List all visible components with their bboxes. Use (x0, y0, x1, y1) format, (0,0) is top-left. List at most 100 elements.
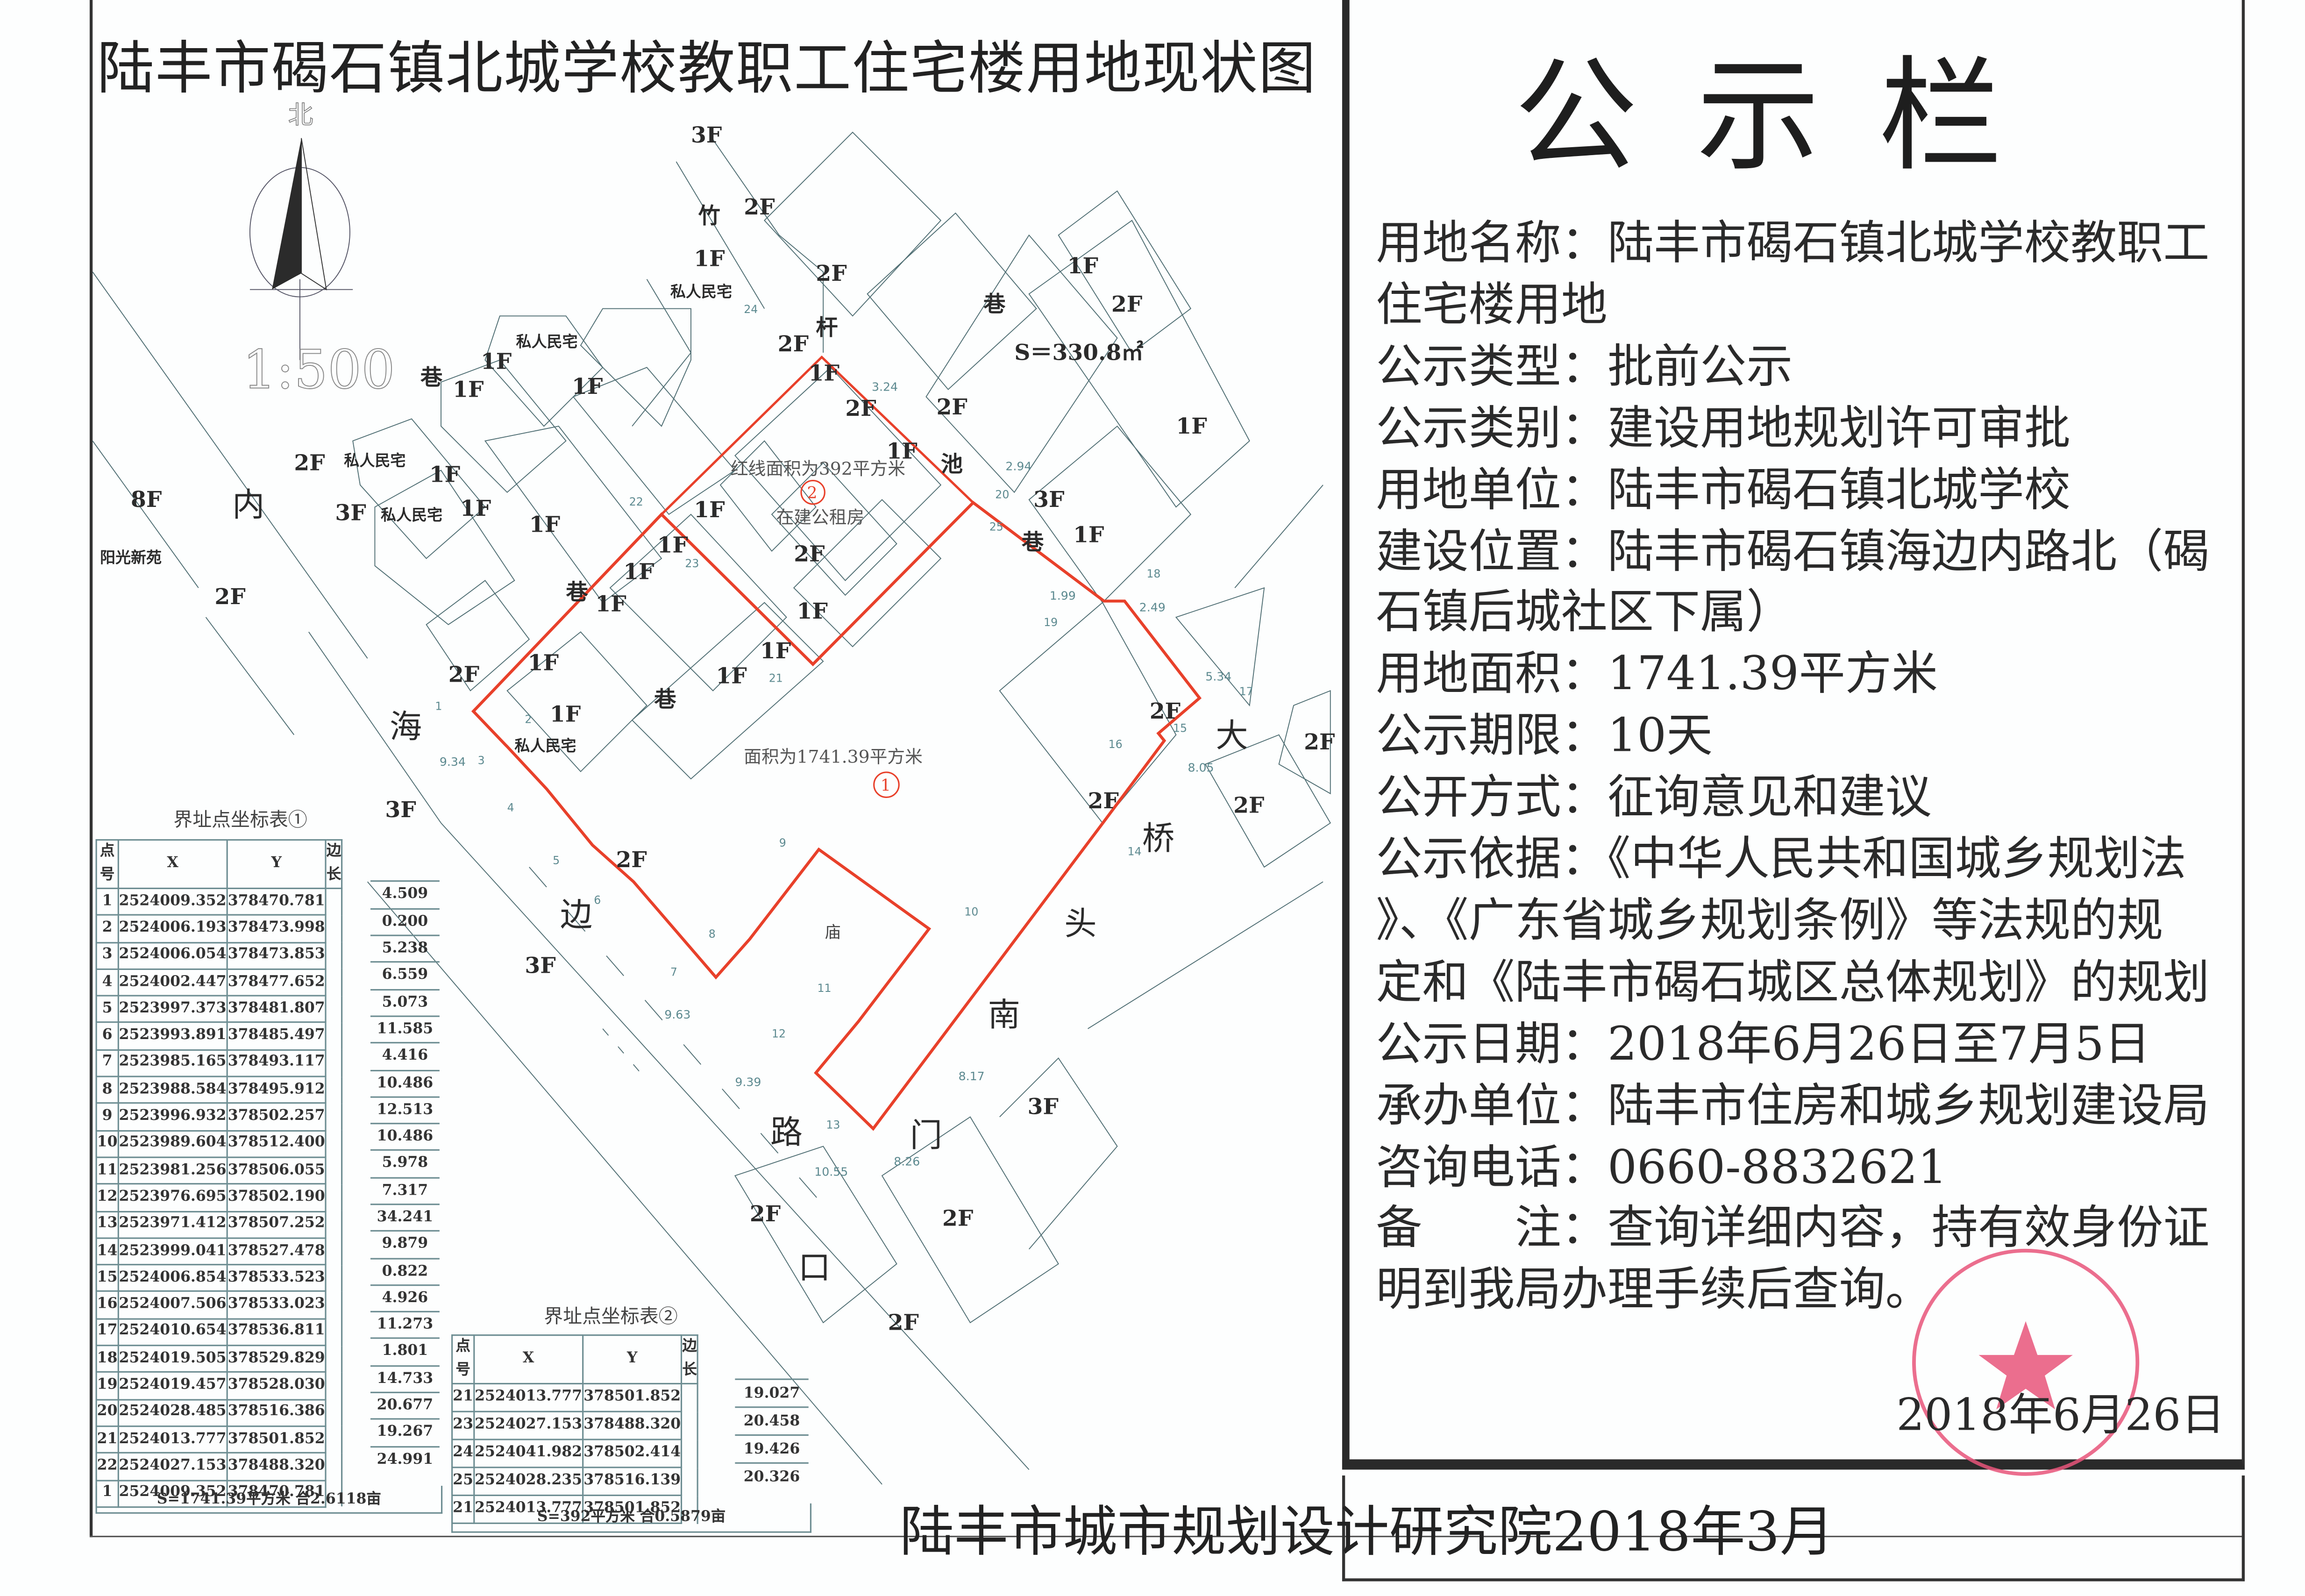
point-label: 18 (1146, 567, 1160, 580)
y-coordinate: 378502.257 (226, 1103, 327, 1132)
north-label: 北 (288, 100, 313, 129)
floor-label: 8F (131, 487, 162, 513)
notice-panel-title: 公示栏 (1514, 44, 2061, 188)
point-label: 20 (995, 488, 1009, 501)
floor-label: 1F (694, 497, 725, 523)
x-coordinate: 2523985.165 (117, 1049, 228, 1077)
dimension-label: 9.63 (664, 1008, 690, 1021)
y-coordinate: 378493.117 (226, 1049, 327, 1077)
point-label: 15 (1173, 721, 1187, 734)
road-label: 巷 (420, 365, 443, 391)
road-label: 池 (941, 452, 963, 477)
edge-cell (681, 1383, 698, 1412)
notice-panel (1342, 0, 2245, 1470)
y-coordinate: 378512.400 (226, 1129, 327, 1158)
point-label: 8 (709, 927, 716, 940)
x-coordinate: 2524009.352 (117, 1479, 228, 1508)
road-label: 巷 (1021, 529, 1044, 555)
map-frame-bottom (89, 1536, 2243, 1538)
y-coordinate: 378516.386 (226, 1398, 327, 1427)
column-header: Y (582, 1334, 683, 1385)
building-label: 私人民宅 (381, 506, 442, 524)
edge-cell (325, 1345, 343, 1373)
floor-label: 2F (936, 394, 967, 420)
notice-date: 2018年6月26日 (1896, 1390, 2225, 1442)
x-coordinate: 2523971.412 (117, 1210, 228, 1239)
point-label: 16 (1109, 738, 1123, 751)
dimension-label: 9.39 (735, 1076, 761, 1089)
x-coordinate: 2523997.373 (117, 995, 228, 1024)
column-header: 边长 (681, 1334, 698, 1385)
y-coordinate: 378485.497 (226, 1022, 327, 1051)
footer-institute: 陆丰市城市规划设计研究院2018年3月 (899, 1500, 1835, 1564)
x-coordinate: 2524006.193 (117, 914, 228, 943)
point-label: 23 (685, 557, 699, 570)
y-coordinate: 378536.811 (226, 1318, 327, 1347)
floor-label: 1F (886, 438, 917, 464)
road-label: 头 (1064, 905, 1096, 943)
road-label: 竹 (698, 203, 720, 229)
edge-length: 14.733 (370, 1365, 440, 1392)
floor-label: 2F (1304, 729, 1335, 755)
x-coordinate: 2523988.584 (117, 1076, 228, 1104)
x-coordinate: 2523981.256 (117, 1156, 228, 1185)
point-label: 17 (1239, 685, 1253, 698)
road-label: 内 (232, 486, 264, 524)
floor-label: 2F (1233, 792, 1264, 818)
point-label: 7 (670, 966, 677, 979)
floor-label: 2F (888, 1310, 919, 1336)
edge-length: 11.585 (370, 1015, 440, 1042)
point-number: 3 (95, 941, 119, 970)
point-label: 3 (478, 754, 485, 767)
table-footer-area: S=1741.39平方米 合2.6118亩 (95, 1486, 443, 1515)
point-number: 8 (95, 1076, 119, 1104)
point-label: 19 (1044, 616, 1058, 629)
y-coordinate: 378470.781 (226, 1479, 327, 1508)
notice-line: 用地面积：1741.39平方米 (1376, 648, 1938, 702)
edge-length: 10.486 (370, 1069, 440, 1096)
y-coordinate: 378533.023 (226, 1291, 327, 1319)
building-label: 私人民宅 (514, 736, 576, 755)
column-header: X (473, 1334, 584, 1385)
point-number: 2 (95, 914, 119, 943)
edge-cell (325, 1130, 343, 1157)
x-coordinate: 2524019.505 (117, 1345, 228, 1374)
point-label: 13 (826, 1119, 840, 1132)
y-coordinate: 378473.853 (226, 941, 327, 970)
x-coordinate: 2524019.457 (117, 1371, 228, 1400)
x-coordinate: 2524027.153 (117, 1452, 228, 1481)
y-coordinate: 378501.852 (582, 1382, 683, 1412)
building-linework (92, 131, 1331, 1485)
point-label: 22 (629, 495, 643, 508)
x-coordinate: 2524009.352 (117, 887, 228, 916)
dimension-label: 2.94 (1005, 460, 1032, 473)
edge-length: 20.677 (370, 1392, 440, 1419)
notice-line: 建设位置：陆丰市碣石镇海边内路北（碣 (1376, 525, 2210, 578)
point-label: 6 (594, 893, 601, 906)
dimension-labels: 3.24 2.94 1.99 2.49 5.34 8.05 9.63 9.39 … (440, 380, 1231, 1179)
map-title: 陆丰市碣石镇北城学校教职工住宅楼用地现状图 (97, 36, 1316, 103)
edge-length: 5.073 (370, 988, 440, 1016)
floor-label: 1F (1067, 253, 1098, 279)
edge-length: 4.416 (370, 1042, 440, 1069)
boundary-point-labels: 1 2 3 4 5 6 7 8 9 10 11 12 13 14 15 16 1… (435, 303, 1253, 1132)
column-header: X (117, 839, 228, 890)
road-label: 巷 (983, 292, 1006, 317)
floor-label: 1F (550, 701, 581, 727)
map-labels: 3F 竹 2F 1F 私人民宅 2F 杆 2F 1F 2F 1F 池 2F 巷 … (100, 122, 1335, 1336)
edge-cell (325, 1184, 343, 1211)
point-number: 4 (95, 968, 119, 997)
table-footer-area: S=392平方米 合0.5879亩 (451, 1503, 811, 1533)
